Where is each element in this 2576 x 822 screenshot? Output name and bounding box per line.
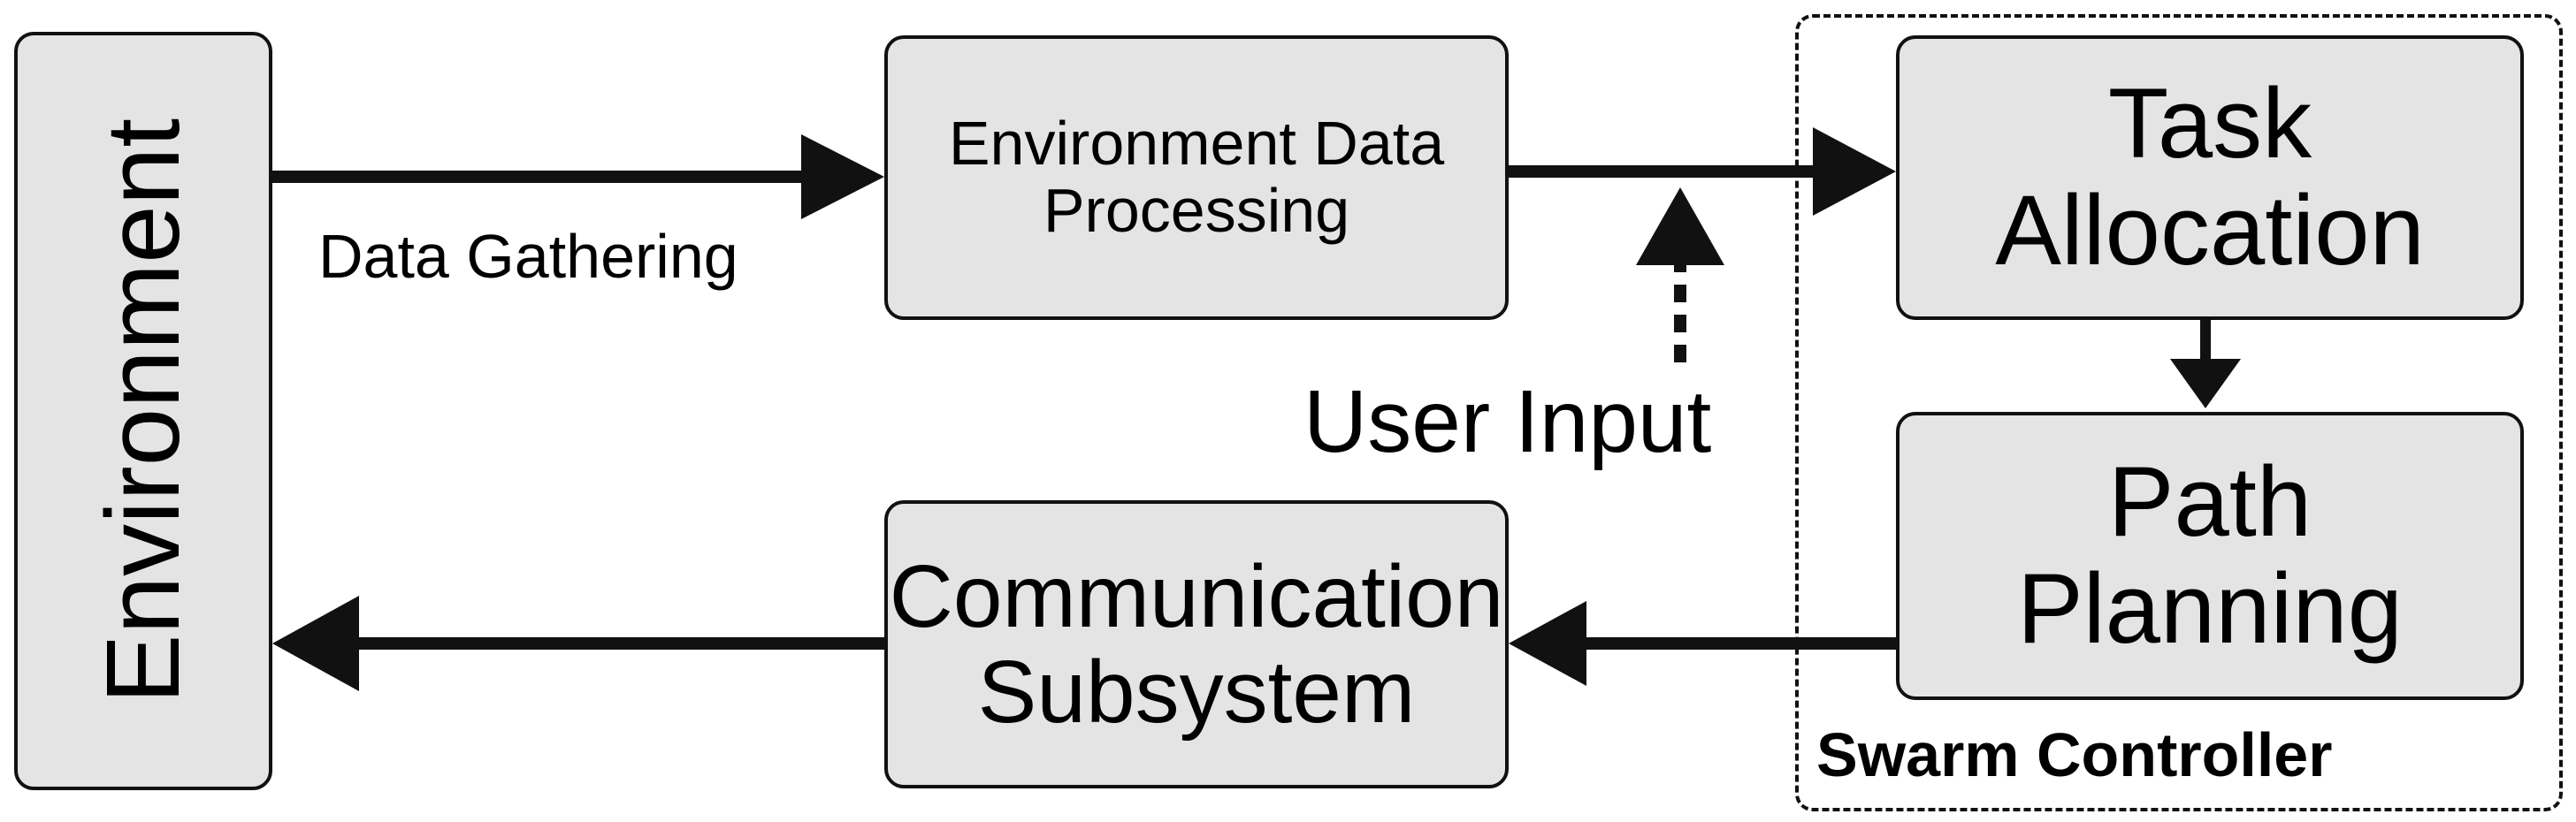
path-planning-line-2: Planning [2017, 553, 2403, 664]
task-allocation-box: Task Allocation [1896, 35, 2524, 320]
environment-data-processing-line-2: Processing [1043, 176, 1350, 245]
data-gathering-label: Data Gathering [318, 222, 738, 291]
environment-box: Environment [14, 32, 272, 790]
path-to-comm-arrowhead [1509, 601, 1586, 686]
communication-subsystem-line-1: Communication [889, 547, 1504, 646]
task-allocation-line-2: Allocation [1995, 175, 2425, 285]
environment-label: Environment [85, 118, 202, 704]
comm-to-env-arrowhead [272, 596, 359, 691]
path-planning-box: Path Planning [1896, 412, 2524, 700]
task-to-path-arrowhead [2170, 359, 2241, 408]
path-planning-line-1: Path [2107, 446, 2312, 558]
user-input-label: User Input [1303, 372, 1712, 471]
task-allocation-line-1: Task [2107, 68, 2312, 179]
processing-to-task-arrowhead [1813, 127, 1896, 216]
data-gathering-arrowhead [801, 134, 884, 219]
environment-data-processing-box: Environment Data Processing [884, 35, 1509, 320]
user-input-arrowhead [1636, 187, 1724, 265]
environment-data-processing-line-1: Environment Data [948, 109, 1445, 179]
communication-subsystem-box: Communication Subsystem [884, 500, 1509, 788]
swarm-controller-label: Swarm Controller [1816, 720, 2333, 789]
swarm-controller-group [1795, 14, 2563, 811]
communication-subsystem-line-2: Subsystem [977, 643, 1416, 742]
